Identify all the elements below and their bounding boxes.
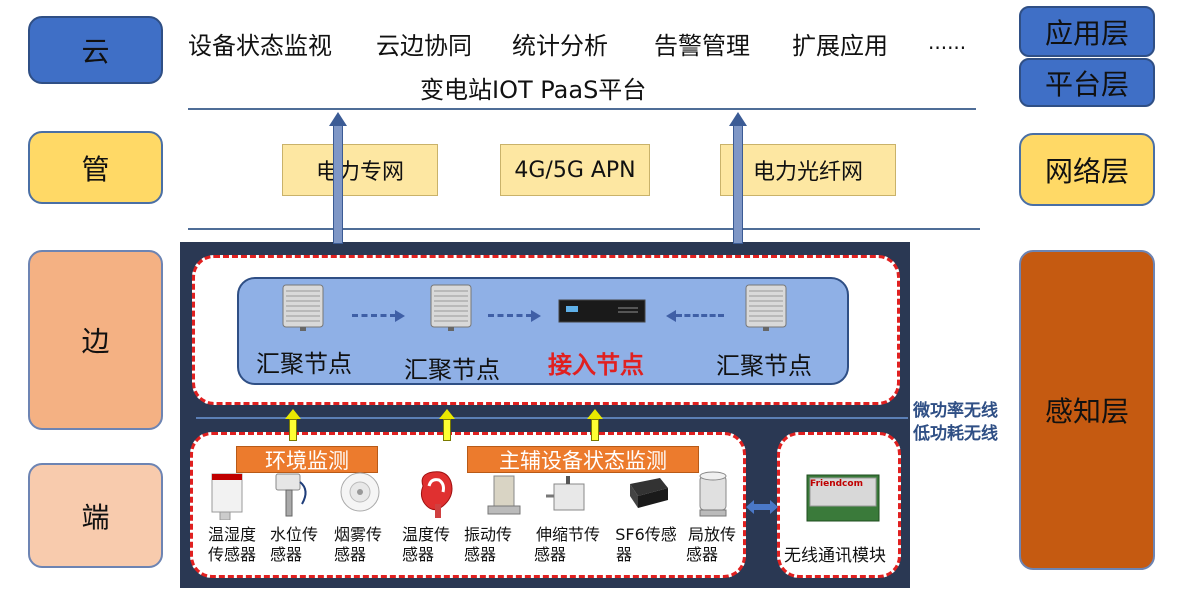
top-item-ellipsis: ...... [928, 30, 967, 54]
divider-mid [188, 228, 980, 230]
sensor-uplink-arrow-3 [591, 419, 599, 441]
wireless-module-icon [806, 474, 880, 522]
sensor-label-smoke: 烟雾传 感器 [326, 525, 390, 565]
expansion-joint-sensor-icon [546, 476, 585, 511]
top-item-extension: 扩展应用 [792, 32, 888, 60]
sensor-label-temperature: 温度传 感器 [394, 525, 458, 565]
sensor-label-temperature-l2: 感器 [402, 545, 435, 564]
sensor-label-temperature-l1: 温度传 [401, 525, 450, 544]
divider-top [188, 108, 976, 110]
sensor-label-expansion-joint-l1: 伸缩节传 [535, 525, 600, 544]
layer-end-label: 端 [81, 500, 110, 534]
banner-main-equipment: 主辅设备状态监测 [467, 446, 699, 473]
wireless-module-label: 无线通讯模块 [784, 546, 886, 566]
sensor-label-temp-humidity: 温湿度 传感器 [200, 525, 264, 565]
aggregation-node-label-3: 汇聚节点 [716, 352, 812, 380]
sensor-label-smoke-l2: 感器 [334, 545, 367, 564]
layer-perception-box: 感知层 [1019, 250, 1155, 570]
uplink-arrow-left-head [329, 112, 347, 126]
top-item-device-monitor: 设备状态监视 [188, 32, 332, 60]
layer-app-label: 应用层 [1044, 16, 1129, 50]
layer-app-box: 应用层 [1019, 6, 1155, 57]
layer-network-box: 网络层 [1019, 133, 1155, 206]
sensor-label-sf6: SF6传感 器 [610, 525, 682, 565]
sensor-label-sf6-l2: 器 [616, 545, 633, 564]
aggregation-node-label-2: 汇聚节点 [404, 356, 500, 384]
layer-network-label: 网络层 [1044, 154, 1129, 188]
top-item-statistics: 统计分析 [512, 32, 608, 60]
wireless-label-micro: 微功率无线 [913, 401, 998, 421]
water-level-sensor-icon [275, 473, 307, 517]
layer-cloud-label: 云 [81, 35, 110, 68]
layer-platform-label: 平台层 [1044, 67, 1129, 101]
uplink-arrow-right-head [729, 112, 747, 126]
access-node-label: 接入节点 [548, 351, 644, 379]
layer-perception-label: 感知层 [1044, 395, 1129, 428]
sensor-label-water-level-l1: 水位传 [269, 525, 318, 544]
temperature-sensor-icon [420, 471, 453, 518]
layer-pipe-box: 管 [28, 131, 163, 204]
link-arrow-3-head [666, 310, 676, 322]
network-power-private: 电力专网 [282, 144, 438, 196]
top-item-cloud-edge: 云边协同 [376, 32, 472, 60]
top-item-alarm: 告警管理 [654, 32, 750, 60]
sensor-label-temp-humidity-l2: 传感器 [207, 545, 256, 564]
layer-cloud-box: 云 [28, 16, 163, 84]
link-arrow-2-head [531, 310, 541, 322]
aggregation-node-label-1: 汇聚节点 [256, 350, 352, 378]
sensor-label-partial-discharge: 局放传 感器 [680, 525, 744, 565]
sensor-uplink-arrow-3-head [587, 409, 603, 419]
layer-platform-box: 平台层 [1019, 58, 1155, 107]
link-arrow-3 [676, 314, 724, 317]
layer-edge-label: 边 [81, 325, 110, 358]
aggregation-node-icon-3 [745, 284, 787, 331]
banner-environment-label: 环境监测 [265, 448, 349, 473]
sensor-label-water-level-l2: 感器 [270, 545, 303, 564]
sensor-label-vibration: 振动传 感器 [456, 525, 520, 565]
network-apn-label: 4G/5G APN [514, 157, 636, 183]
sensor-uplink-arrow-2 [443, 419, 451, 441]
network-power-private-label: 电力专网 [315, 160, 404, 185]
layer-pipe-label: 管 [81, 152, 110, 186]
layer-edge-box: 边 [28, 250, 163, 430]
sensor-uplink-arrow-1 [289, 419, 297, 441]
wireless-label-lowpower: 低功耗无线 [913, 424, 998, 444]
sensor-label-partial-discharge-l1: 局放传 [687, 525, 736, 544]
sf6-sensor-icon [630, 478, 668, 508]
aggregation-node-icon-2 [430, 284, 472, 331]
smoke-sensor-icon [340, 472, 380, 512]
sensor-label-vibration-l1: 振动传 [463, 525, 512, 544]
sensor-label-temp-humidity-l1: 温湿度 [207, 525, 256, 544]
aggregation-node-icon-1 [282, 284, 324, 331]
uplink-arrow-right-shaft [733, 124, 743, 244]
platform-title: 变电站IOT PaaS平台 [420, 76, 647, 104]
sensor-label-sf6-l1: SF6传感 [615, 525, 677, 544]
uplink-arrow-left-shaft [333, 124, 343, 244]
layer-end-box: 端 [28, 463, 163, 568]
temp-humidity-sensor-icon [211, 473, 243, 520]
partial-discharge-sensor-icon [699, 471, 727, 517]
link-arrow-1 [352, 314, 396, 317]
sensor-label-vibration-l2: 感器 [464, 545, 497, 564]
sensor-label-expansion-joint-l2: 感器 [534, 545, 567, 564]
sensor-label-expansion-joint: 伸缩节传 感器 [530, 525, 606, 565]
banner-environment: 环境监测 [236, 446, 378, 473]
network-apn: 4G/5G APN [500, 144, 650, 196]
sensor-label-partial-discharge-l2: 感器 [686, 545, 719, 564]
bidirectional-link-icon [746, 500, 778, 514]
link-arrow-1-head [395, 310, 405, 322]
sensor-label-water-level: 水位传 感器 [262, 525, 326, 565]
access-node-icon [558, 299, 646, 323]
edge-end-divider [196, 417, 908, 419]
link-arrow-2 [488, 314, 532, 317]
sensor-uplink-arrow-2-head [439, 409, 455, 419]
vibration-sensor-icon [487, 475, 521, 515]
banner-main-equipment-label: 主辅设备状态监测 [499, 448, 667, 473]
network-fiber: 电力光纤网 [720, 144, 896, 196]
sensor-label-smoke-l1: 烟雾传 [333, 525, 382, 544]
sensor-uplink-arrow-1-head [285, 409, 301, 419]
network-fiber-label: 电力光纤网 [752, 160, 863, 185]
wireless-module-brand: Friendcom [810, 479, 863, 489]
